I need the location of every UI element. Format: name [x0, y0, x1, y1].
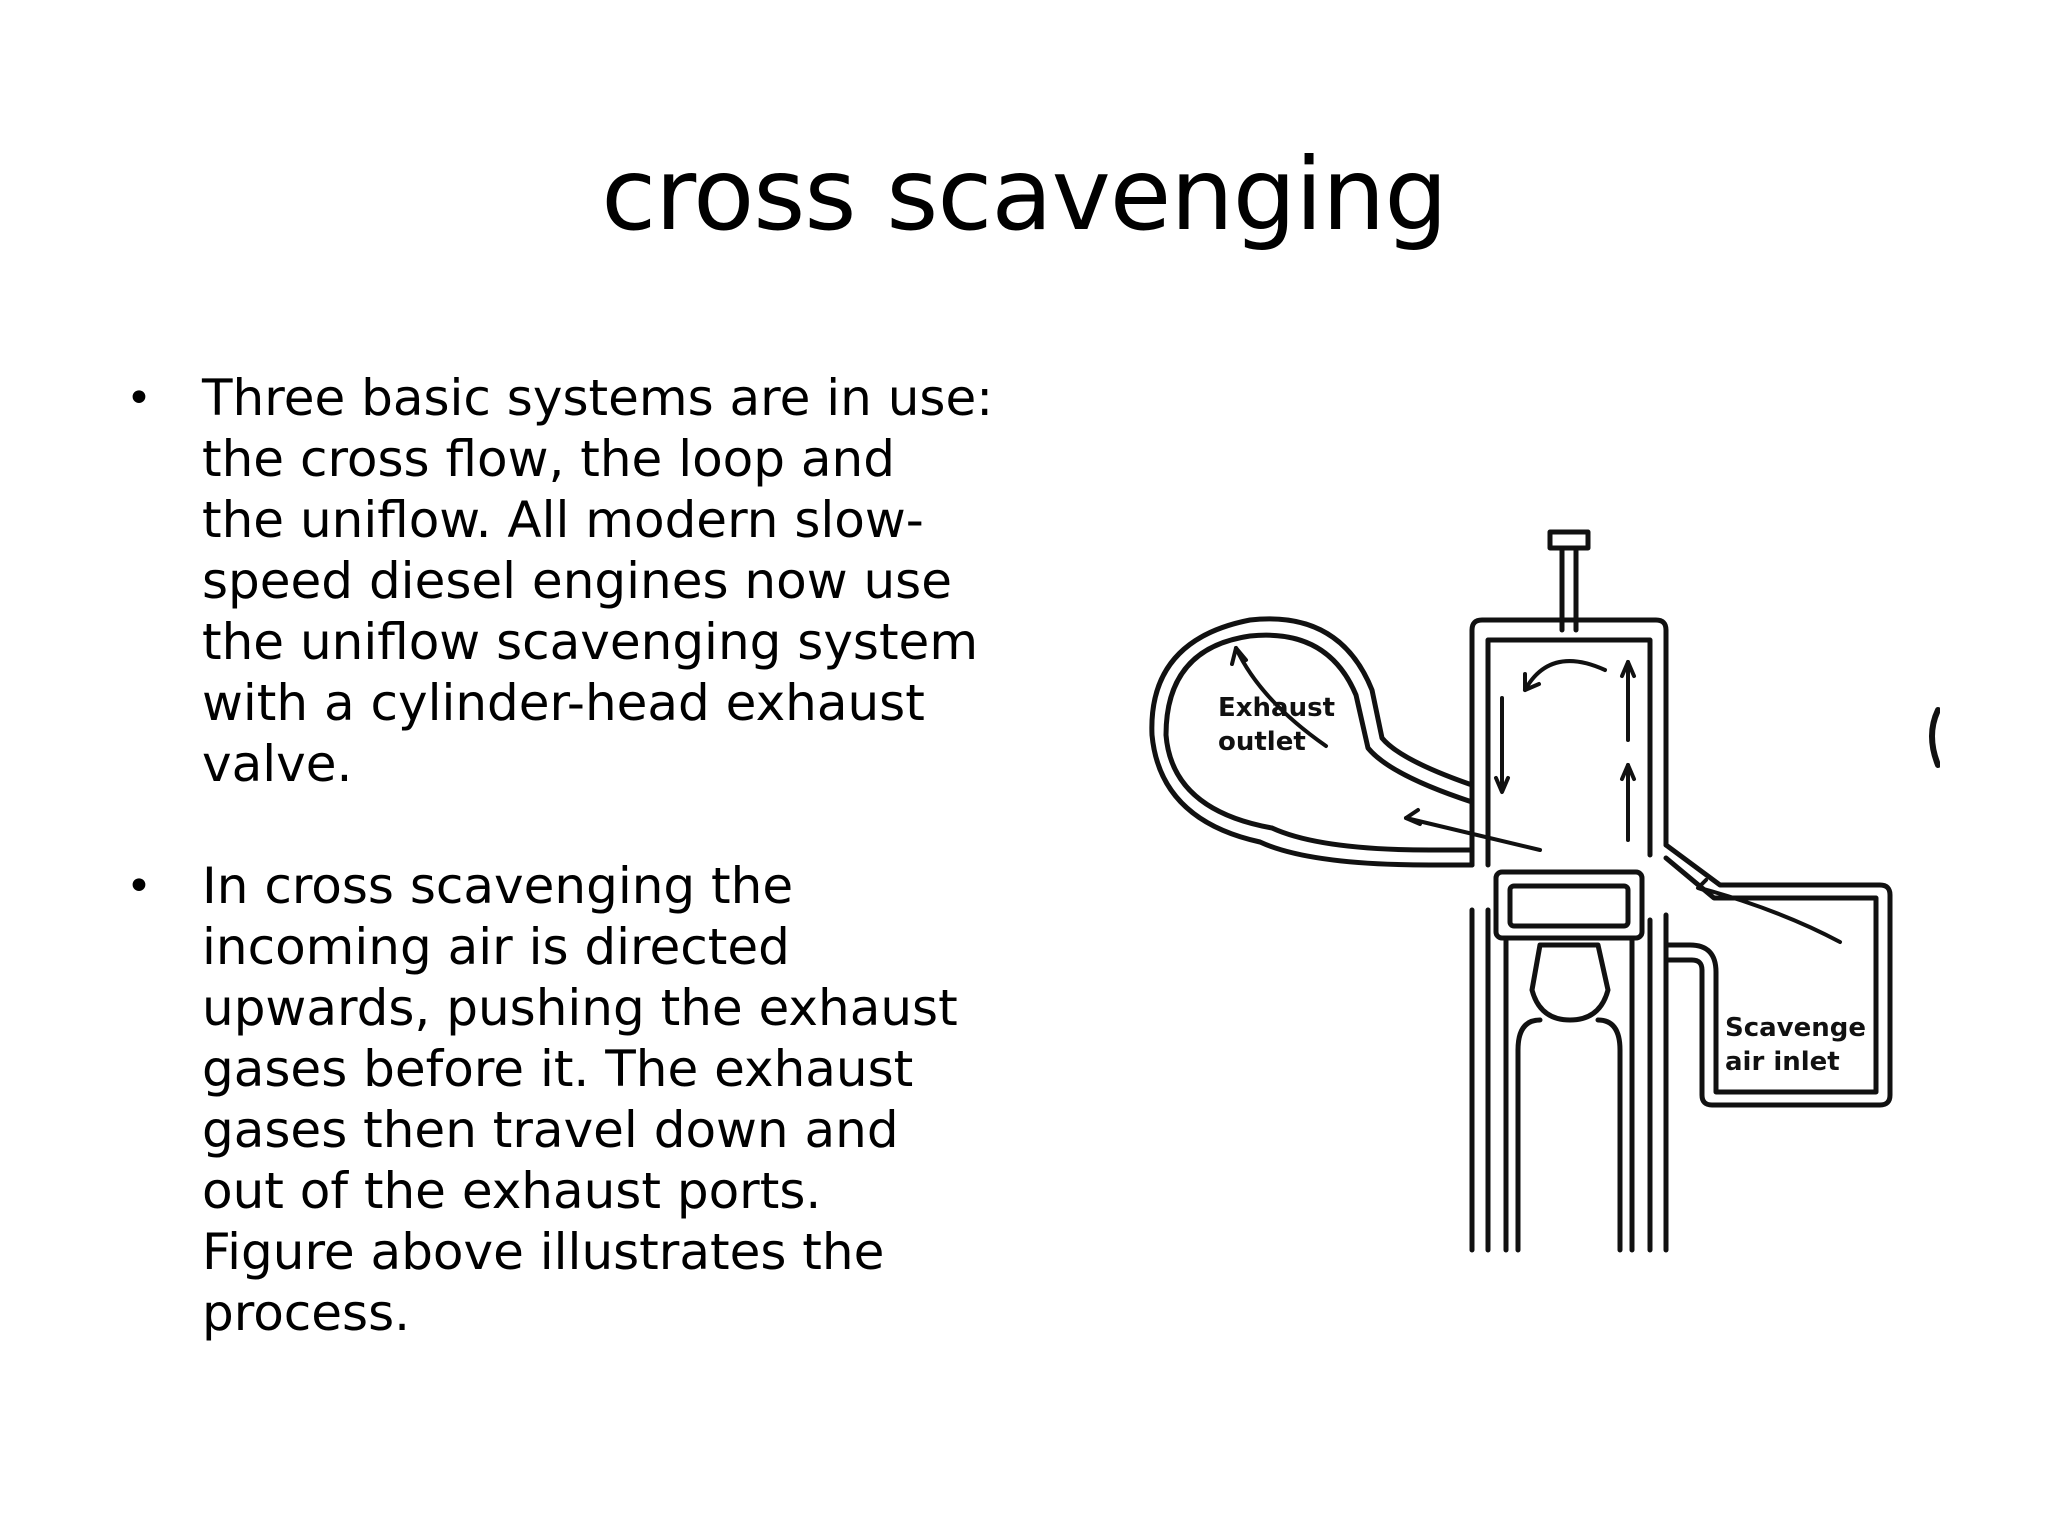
engine-cylinder-drawing: [1149, 529, 1941, 1253]
bullet-line: with a cylinder-head exhaust: [202, 674, 925, 732]
bullet-line: out of the exhaust ports.: [202, 1162, 822, 1220]
exhaust-valve: [1547, 529, 1591, 633]
bullet-line: the uniflow scavenging system: [202, 613, 979, 671]
bullet-line: incoming air is directed: [202, 918, 790, 976]
scavenge-air-inlet-label-1: Scavenge: [1725, 1013, 1867, 1043]
cylinder-wall: [1469, 617, 1669, 1253]
edge-fragment: [1929, 707, 1941, 768]
scavenge-air-box: [1663, 842, 1893, 1108]
exhaust-outlet-label-2: outlet: [1218, 727, 1306, 757]
bullet-line: Figure above illustrates the: [202, 1223, 885, 1281]
bullet-marker: •: [126, 373, 152, 424]
bullet-line: the uniflow. All modern slow-: [202, 491, 924, 549]
scavenge-air-inlet-label-2: air inlet: [1725, 1047, 1840, 1077]
bullet-line: In cross scavenging the: [202, 857, 794, 915]
bullet-marker: •: [126, 861, 152, 912]
bullet-line: gases then travel down and: [202, 1101, 899, 1159]
slide-title: cross scavenging: [601, 136, 1448, 253]
flow-arrows: [1230, 646, 1842, 944]
bullet-item-1: • Three basic systems are in use: the cr…: [118, 368, 1018, 795]
bullet-line: valve.: [202, 735, 353, 793]
bullet-line: Three basic systems are in use:: [202, 369, 994, 427]
exhaust-outlet-duct: [1149, 616, 1475, 868]
exhaust-outlet-label-1: Exhaust: [1218, 693, 1335, 723]
bullet-line: upwards, pushing the exhaust: [202, 979, 958, 1037]
bullet-line: speed diesel engines now use: [202, 552, 952, 610]
bullet-item-2: • In cross scavenging the incoming air i…: [118, 856, 1018, 1344]
bullet-line: gases before it. The exhaust: [202, 1040, 914, 1098]
cross-scavenging-diagram: Exhaust outlet Scavenge air inlet: [1100, 520, 1941, 1280]
bullet-line: process.: [202, 1284, 411, 1342]
bullet-list: • Three basic systems are in use: the cr…: [118, 368, 1018, 1405]
piston: [1493, 869, 1645, 1253]
bullet-line: the cross flow, the loop and: [202, 430, 895, 488]
